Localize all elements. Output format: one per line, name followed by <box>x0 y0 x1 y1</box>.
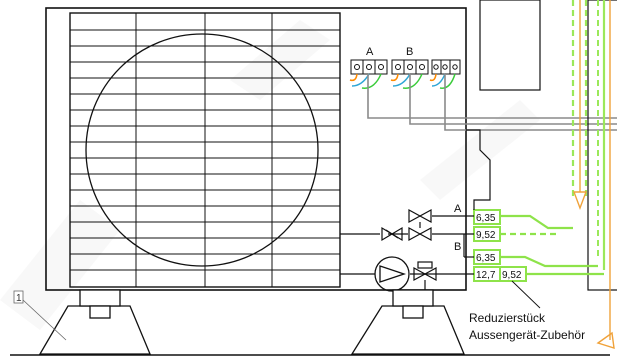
port-a-gas: 9,52 <box>473 226 501 242</box>
valve-a-bottom <box>408 222 432 242</box>
terminal-block-c <box>429 59 461 89</box>
terminal-block-a <box>349 59 388 89</box>
fan-grille <box>69 12 341 288</box>
part-number-callout: 1 <box>13 290 67 341</box>
port-b-gas: 12,7 9,52 <box>473 266 527 282</box>
callout-line-1: Reduzierstück <box>469 311 546 325</box>
port-b-adapter-size: 9,52 <box>502 270 522 281</box>
terminal-label-b: B <box>406 46 413 58</box>
port-b-gas-size: 12,7 <box>476 270 496 281</box>
terminal-block-b <box>390 59 429 89</box>
valve-expansion <box>381 226 403 242</box>
terminal-blocks: A B <box>349 46 461 89</box>
unit-feet <box>38 289 465 355</box>
port-b-liquid-size: 6,35 <box>476 253 496 264</box>
fan-circle <box>85 33 319 267</box>
circuit-label-a: A <box>454 203 462 215</box>
terminal-label-a: A <box>366 46 374 58</box>
port-a-liquid: 6,35 <box>473 209 501 225</box>
green-piping <box>500 214 604 276</box>
port-b-liquid: 6,35 <box>473 249 501 265</box>
valves <box>381 208 437 290</box>
callout-line-2: Aussengerät-Zubehör <box>469 328 585 342</box>
outdoor-unit-casing <box>45 7 467 291</box>
connection-ports: A B 6,35 9,52 6,35 12,7 9,52 <box>340 129 604 282</box>
circuit-label-b: B <box>454 241 461 253</box>
cable-runs <box>367 74 617 131</box>
riser-lines <box>571 0 611 300</box>
port-a-gas-size: 9,52 <box>476 230 496 241</box>
reducer-callout: Reduzierstück Aussengerät-Zubehör <box>469 280 585 342</box>
valve-four-way <box>413 261 437 290</box>
orange-pipe-arrow <box>596 300 615 349</box>
valve-a-top <box>408 208 432 224</box>
compressor <box>340 256 410 292</box>
part-number: 1 <box>16 293 22 304</box>
inner-pipes <box>340 129 491 275</box>
indoor-unit-outline <box>479 0 617 291</box>
port-a-liquid-size: 6,35 <box>476 213 496 224</box>
